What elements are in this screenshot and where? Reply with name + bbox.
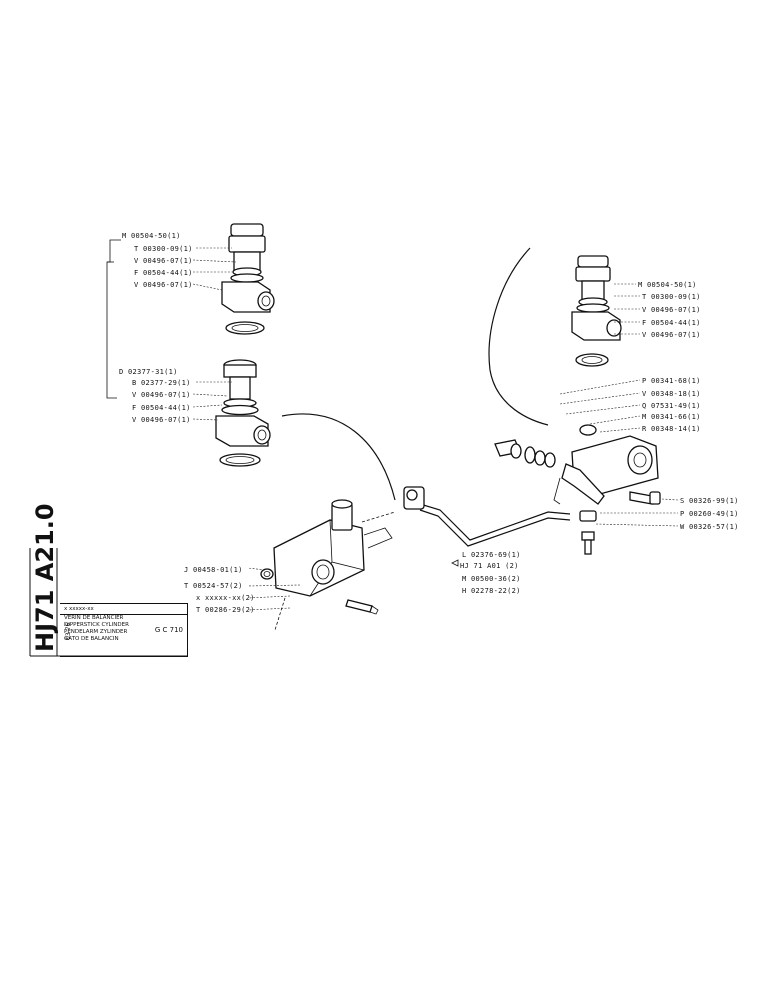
callout: V 00348-18(1) [642,390,701,398]
model-code: G C 710 [154,626,183,634]
callout: T 00300-09(1) [642,293,701,301]
callout: T 00286-29(2) [196,606,255,614]
title-ref-code: x xxxxx-xx [60,604,187,615]
fitting-small [260,568,274,580]
detail-arc-right [488,247,549,426]
screw-left [345,599,379,615]
callouts-lower-left: D 02377-31(1) B 02377-29(1) V 00496-07(1… [119,368,191,424]
callouts-right-fasteners: S 00326-99(1) P 00260-49(1) W 00326-57(1… [680,497,739,531]
bolt-right [629,491,661,505]
callout: HJ 71 A01 (2) [460,562,519,570]
valve-upper-right [571,255,622,367]
callout: V 00496-07(1) [132,416,191,424]
leaders-lower-left [192,381,232,421]
callout: M 00341-66(1) [642,413,701,421]
callout: V 00496-07(1) [132,391,191,399]
screw-right [581,531,595,555]
callout: V 00496-07(1) [642,306,701,314]
title-block: x xxxxx-xx VERIN DE BALANCIER DIPPERSTIC… [60,603,188,657]
callouts-upper-right: M 00504-50(1) T 00300-09(1) V 00496-07(1… [638,281,701,339]
callout: M 00504-50(1) [638,281,697,289]
sheet-date: 03-76 [65,622,72,640]
arrow-icon [451,559,459,567]
detail-arc-left [281,413,396,501]
callouts-tube: L 02376-69(1) HJ 71 A01 (2) M 00500-36(2… [451,551,521,595]
callout: B 02377-29(1) [132,379,191,387]
callout: S 00326-99(1) [680,497,739,505]
valve-lower-left [215,359,271,467]
valve-upper-left [221,223,275,335]
callout: D 02377-31(1) [119,368,178,376]
callout: W 00326-57(1) [680,523,739,531]
callout: M 00504-50(1) [122,232,181,240]
callout: P 00260-49(1) [680,510,739,518]
sheet-code: HJ71 A21.0 [31,503,59,652]
leaders-right [247,283,679,611]
callout: T 00300-09(1) [134,245,193,253]
callout: V 00496-07(1) [642,331,701,339]
callout: J 00458-01(1) [184,566,243,574]
right-assembly [494,424,659,505]
callouts-upper-left: M 00504-50(1) T 00300-09(1) V 00496-07(1… [122,232,193,289]
title-es: GATO DE BALANCIN [64,636,119,642]
callout: P 00341-68(1) [642,377,701,385]
nut-right [579,510,597,522]
title-en: DIPPERSTICK CYLINDER [64,622,129,628]
pipe-tube [403,486,571,547]
callout: R 00348-14(1) [642,425,701,433]
title-fr: VERIN DE BALANCIER [64,615,124,621]
callout: T 00524-57(2) [184,582,243,590]
callout: x xxxxx-xx(2) [196,594,255,602]
callout: V 00496-07(1) [134,257,193,265]
callouts-right-assembly: P 00341-68(1) V 00348-18(1) Q 07531-49(1… [642,377,701,433]
callout: F 00504-44(1) [134,269,193,277]
cylinder-body-left [273,499,396,631]
callout: Q 07531-49(1) [642,402,701,410]
leaders-upper-left [192,247,237,291]
callouts-left-cylinder: J 00458-01(1) T 00524-57(2) x xxxxx-xx(2… [184,566,255,614]
title-de: PENDELARM ZYLINDER [64,629,128,635]
callout: F 00504-44(1) [642,319,701,327]
callout: V 00496-07(1) [134,281,193,289]
callout: L 02376-69(1) [462,551,521,559]
callout: H 02278-22(2) [462,587,521,595]
callout: M 00500-36(2) [462,575,521,583]
callout: F 00504-44(1) [132,404,191,412]
